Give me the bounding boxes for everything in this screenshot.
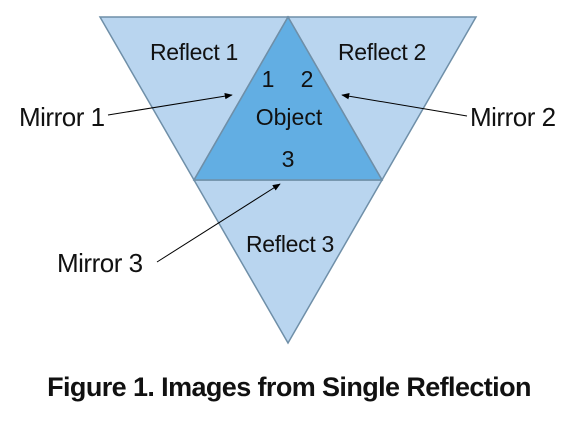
mirror-1-arrow: [107, 92, 233, 116]
mirror-3-arrow: [156, 183, 281, 263]
edge-2-number: 2: [301, 66, 314, 92]
mirror-3-label: Mirror 3: [57, 248, 143, 278]
object-triangle: [192, 15, 384, 181]
reflect-1-label: Reflect 1: [150, 39, 238, 65]
mirror-2-arrow: [341, 93, 468, 117]
reflect-3-triangle: [192, 179, 384, 345]
figure-caption: Figure 1. Images from Single Reflection: [47, 372, 531, 402]
object-label: Object: [256, 104, 323, 130]
mirror-1-label: Mirror 1: [19, 102, 105, 132]
edge-1-number: 1: [262, 66, 275, 92]
reflect-2-label: Reflect 2: [338, 39, 426, 65]
edge-3-number: 3: [282, 146, 295, 172]
mirror-2-label: Mirror 2: [470, 102, 556, 132]
reflect-3-label: Reflect 3: [246, 231, 334, 257]
